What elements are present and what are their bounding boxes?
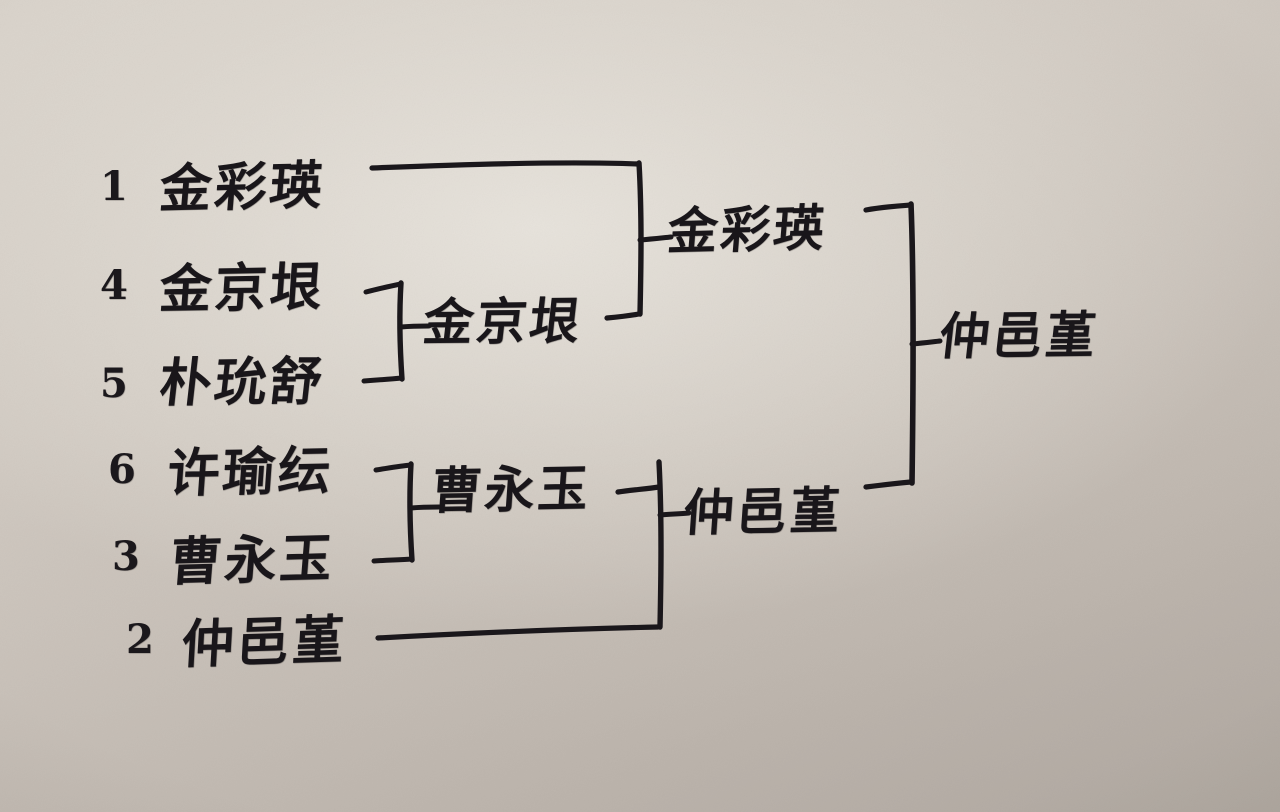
bracket-vertical-4-5	[397, 280, 405, 382]
seed-number-4: 4	[100, 262, 128, 309]
stub-champion	[909, 338, 943, 347]
player-name-seed-6: 许瑜纭	[165, 441, 336, 505]
seed-number-6: 6	[108, 446, 136, 493]
seed-number-2: 2	[126, 616, 154, 663]
player-name-seed-3: 曹永玉	[167, 528, 338, 594]
line-seed3-bottom	[371, 556, 415, 564]
stub-winner-6-3	[408, 504, 442, 511]
stub-winner-semifinal-bottom	[657, 510, 692, 518]
seed-number-3: 3	[112, 533, 140, 580]
round2-winner-top: 金京垠	[420, 292, 586, 352]
line-semifinal-bottom-to-final	[863, 479, 914, 490]
line-seed2-to-semifinal	[375, 624, 661, 641]
bracket-vertical-6-3	[407, 461, 415, 563]
line-seed1-to-semifinal	[369, 160, 641, 171]
semifinal-winner-bottom: 仲邑堇	[681, 481, 845, 543]
stub-winner-4-5	[398, 323, 432, 330]
line-round2-bottom-to-semifinal	[615, 484, 662, 495]
line-seed4-top	[363, 281, 404, 295]
player-name-seed-2: 仲邑堇	[180, 610, 349, 676]
line-semifinal-top-to-final	[863, 202, 914, 213]
seed-number-1: 1	[100, 163, 128, 210]
bracket-vertical-semifinal-bottom	[656, 459, 664, 630]
round2-winner-bottom: 曹永玉	[429, 459, 593, 521]
line-seed6-top	[373, 462, 414, 473]
line-seed5-bottom	[361, 375, 405, 384]
player-name-seed-1: 金彩瑛	[157, 155, 328, 221]
seed-number-5: 5	[100, 360, 128, 407]
stub-winner-semifinal-top	[637, 234, 674, 243]
semifinal-winner-top: 金彩瑛	[665, 199, 829, 262]
line-round2-top-to-semifinal	[604, 311, 642, 321]
player-name-seed-4: 金京垠	[157, 257, 328, 321]
champion-name: 仲邑堇	[936, 306, 1102, 366]
player-name-seed-5: 朴玧舒	[156, 352, 329, 414]
